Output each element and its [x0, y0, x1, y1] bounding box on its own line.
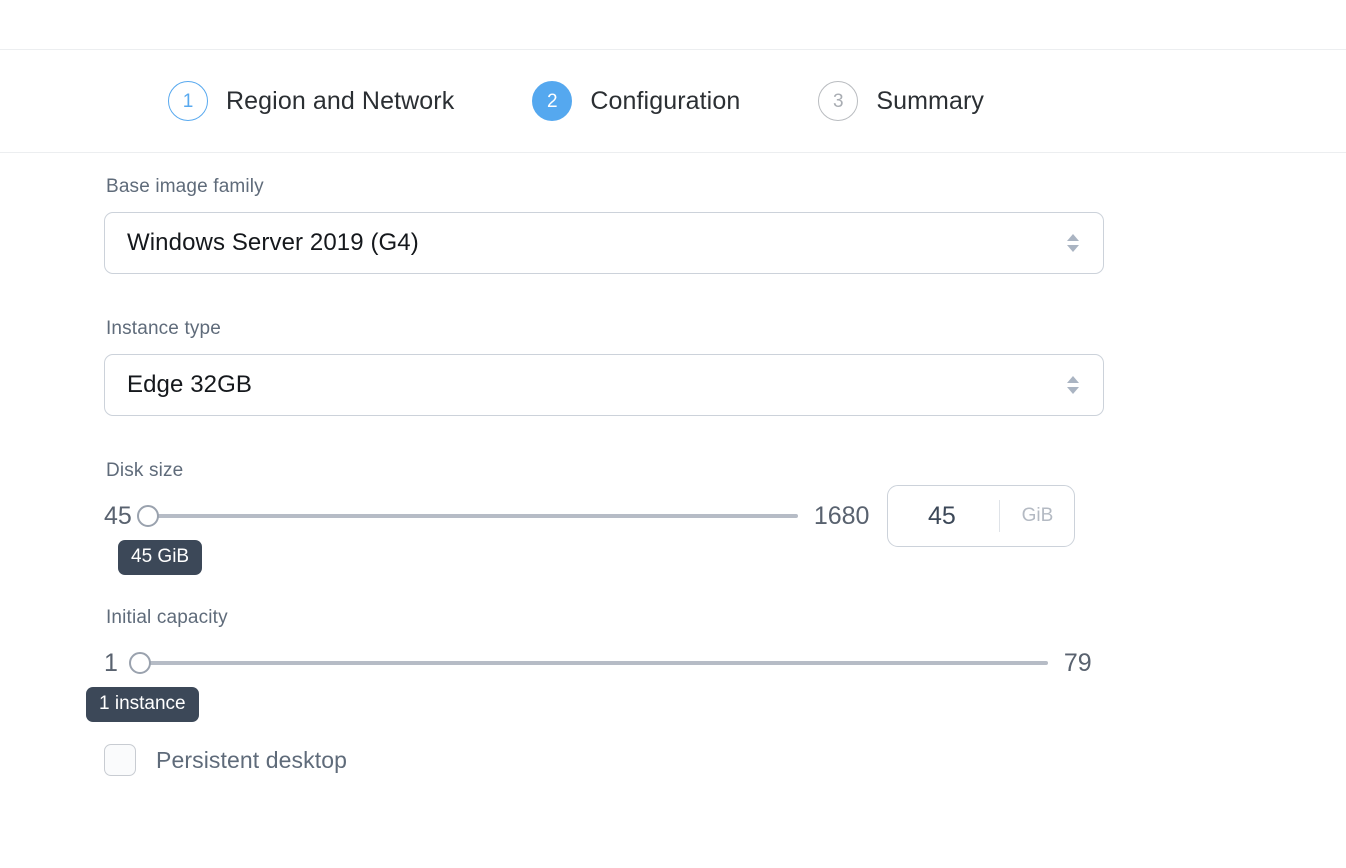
disk-size-unit-label: GiB [1021, 505, 1054, 526]
persistent-desktop-checkbox[interactable] [104, 744, 136, 776]
disk-size-min-label: 45 [104, 501, 132, 530]
initial-capacity-slider-handle[interactable] [128, 652, 151, 674]
initial-capacity-slider-track[interactable] [128, 643, 1048, 683]
initial-capacity-slider-row: 1 79 [104, 643, 1114, 683]
spacer [104, 575, 1114, 607]
disk-size-track-fill [147, 514, 798, 518]
step-3-number-badge: 3 [818, 81, 859, 121]
persistent-desktop-label: Persistent desktop [156, 746, 348, 773]
chevron-down-icon [1067, 245, 1079, 252]
instance-type-label: Instance type [106, 318, 221, 339]
step-region-and-network[interactable]: 1 Region and Network [168, 81, 454, 121]
field-disk-size: Disk size 45 1680 45 GiB 45 GiB [104, 460, 1114, 575]
step-2-label: Configuration [590, 86, 741, 115]
disk-size-value-tooltip: 45 GiB [118, 540, 203, 575]
disk-size-input-value[interactable]: 45 [928, 501, 956, 530]
step-summary[interactable]: 3 Summary [818, 81, 984, 121]
chevron-down-icon [1067, 387, 1079, 394]
chevron-updown-icon[interactable] [1067, 234, 1079, 252]
disk-size-tooltip-wrap: 45 GiB [118, 540, 1114, 575]
step-2-number-badge: 2 [532, 81, 573, 121]
configuration-form: Base image family Windows Server 2019 (G… [86, 176, 1114, 776]
chevron-up-icon [1067, 376, 1079, 383]
base-image-family-label: Base image family [106, 176, 264, 197]
base-image-family-value: Windows Server 2019 (G4) [127, 229, 419, 256]
wizard-stepper: 1 Region and Network 2 Configuration 3 S… [0, 50, 1346, 152]
step-3-label: Summary [876, 86, 985, 115]
base-image-family-select[interactable]: Windows Server 2019 (G4) [104, 212, 1104, 274]
initial-capacity-value-tooltip: 1 instance [86, 687, 199, 722]
chevron-up-icon [1067, 234, 1079, 241]
header-divider [0, 49, 1346, 50]
field-initial-capacity: Initial capacity 1 79 1 instance [86, 607, 1114, 722]
disk-size-slider-handle[interactable] [136, 505, 159, 527]
stepper-divider [0, 152, 1346, 153]
spacer [104, 722, 1114, 744]
spacer [104, 274, 1114, 318]
field-base-image-family: Base image family Windows Server 2019 (G… [104, 176, 1114, 274]
initial-capacity-max-label: 79 [1063, 648, 1092, 677]
field-instance-type: Instance type Edge 32GB [104, 318, 1114, 416]
initial-capacity-tooltip-wrap: 1 instance [86, 687, 1114, 722]
disk-size-slider-track[interactable] [136, 496, 798, 536]
disk-size-max-label: 1680 [813, 501, 870, 530]
persistent-desktop-row[interactable]: Persistent desktop [104, 744, 1114, 776]
input-divider [999, 500, 1001, 532]
instance-type-value: Edge 32GB [127, 371, 252, 398]
step-1-number-badge: 1 [168, 81, 208, 121]
initial-capacity-track-fill [139, 661, 1048, 665]
disk-size-label: Disk size [106, 460, 184, 481]
disk-size-number-input[interactable]: 45 GiB [887, 485, 1076, 547]
disk-size-slider-row: 45 1680 45 GiB [104, 485, 1114, 547]
chevron-updown-icon[interactable] [1067, 376, 1079, 394]
initial-capacity-label: Initial capacity [106, 607, 228, 628]
instance-type-select[interactable]: Edge 32GB [104, 354, 1104, 416]
step-1-label: Region and Network [226, 86, 455, 115]
spacer [104, 416, 1114, 460]
step-configuration[interactable]: 2 Configuration [532, 81, 740, 121]
initial-capacity-min-label: 1 [104, 648, 118, 677]
